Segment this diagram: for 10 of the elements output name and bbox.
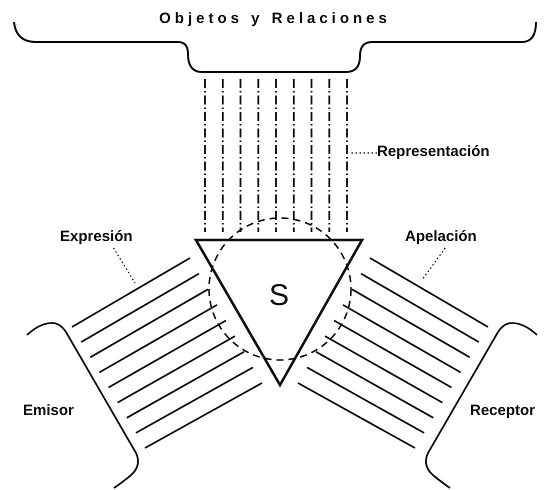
leader-line [113,248,136,284]
function-label: Expresión [60,228,133,246]
leader-line [422,248,446,280]
leader-line [350,152,377,154]
function-label: Representación [377,143,490,161]
function-label: Apelación [405,228,477,246]
heading-label: Objetos y Relaciones [158,10,392,28]
function-label: Receptor [470,402,536,420]
sign-symbol: S [268,279,290,313]
function-label: Emisor [23,402,74,420]
